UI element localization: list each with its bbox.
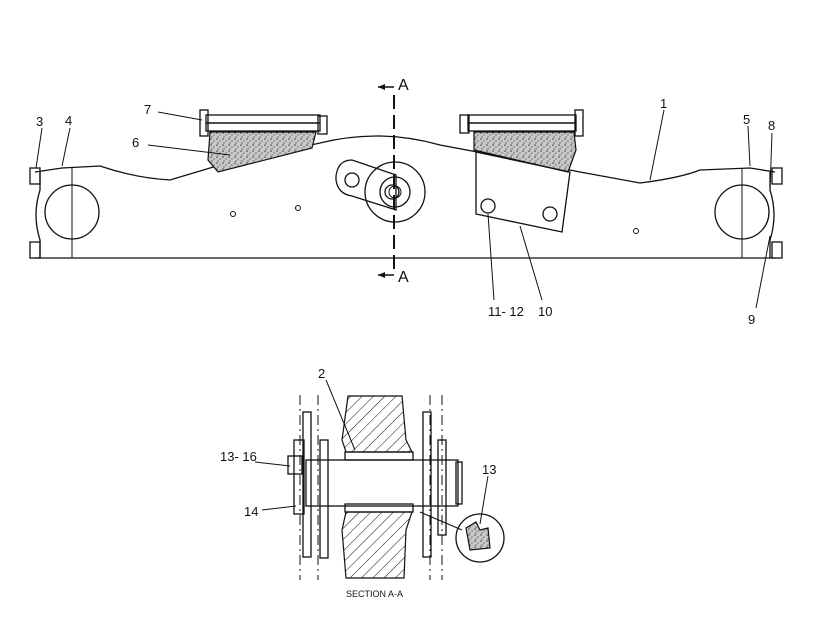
left-end-bolts — [29, 167, 41, 259]
callout-10: 10 — [538, 304, 552, 319]
section-caption: SECTION A-A — [346, 589, 403, 599]
callout-9: 9 — [748, 312, 755, 327]
callout-3: 3 — [36, 114, 43, 129]
section-mark-bottom: A — [398, 269, 409, 286]
left-pad-assembly — [199, 109, 328, 173]
bracket-plate — [475, 151, 571, 233]
left-bore — [44, 184, 100, 240]
center-link — [335, 159, 426, 223]
right-bore — [714, 184, 770, 240]
small-hole — [633, 228, 639, 234]
right-pad-assembly — [459, 109, 584, 173]
section-view — [287, 395, 505, 580]
section-line — [378, 84, 395, 278]
callout-13-16: 13- 16 — [220, 449, 257, 464]
callout-6: 6 — [132, 135, 139, 150]
right-end-bolts — [771, 167, 783, 259]
small-hole — [295, 205, 301, 211]
small-hole — [230, 211, 236, 217]
callout-11-12: 11- 12 — [488, 304, 524, 319]
callout-2: 2 — [318, 366, 325, 381]
callout-4: 4 — [65, 113, 72, 128]
callout-14: 14 — [244, 504, 258, 519]
equalizer-bar — [34, 135, 776, 259]
callout-1: 1 — [660, 96, 667, 111]
callout-7: 7 — [144, 102, 151, 117]
callout-13: 13 — [482, 462, 496, 477]
callout-5: 5 — [743, 112, 750, 127]
section-mark-top: A — [398, 77, 409, 94]
callout-8: 8 — [768, 118, 775, 133]
